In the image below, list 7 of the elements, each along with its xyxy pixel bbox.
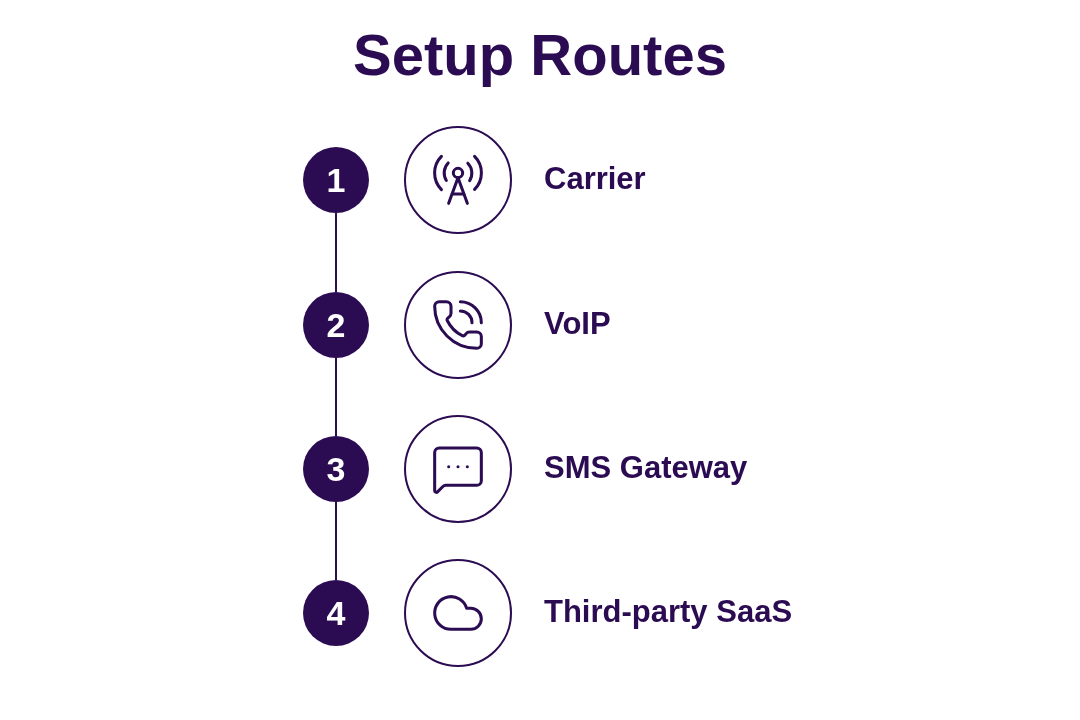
route-label: VoIP <box>544 308 611 339</box>
route-label: Carrier <box>544 163 646 194</box>
connector-line <box>335 501 337 581</box>
route-label: SMS Gateway <box>544 452 748 483</box>
connector-line <box>335 212 337 293</box>
route-label: Third-party SaaS <box>544 596 793 627</box>
connector-line <box>335 357 337 437</box>
